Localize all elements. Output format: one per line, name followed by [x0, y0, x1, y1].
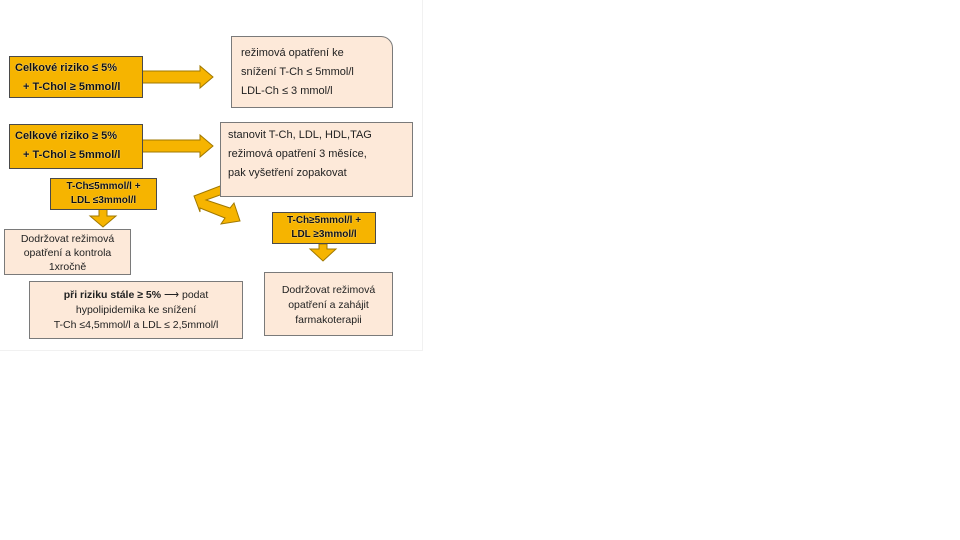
- risk-low-line1: Celkové riziko ≤ 5%: [15, 62, 118, 74]
- keep-regime-line3: 1xročně: [48, 261, 87, 273]
- connector-arrows: [88, 64, 338, 262]
- arrow-cond-high-down: [308, 243, 338, 262]
- cond-high-box: T-Ch≥5mmol/l + LDL ≥3mmol/l: [272, 212, 376, 244]
- cond-low-line2: LDL ≤3mmol/l: [70, 195, 137, 206]
- arrow-cond-low-down: [88, 207, 118, 228]
- high-action-box: stanovit T-Ch, LDL, HDL,TAG režimová opa…: [220, 122, 413, 197]
- persistent-risk-line3: T-Ch ≤4,5mmol/l a LDL ≤ 2,5mmol/l: [53, 319, 219, 331]
- risk-high-line1: Celkové riziko ≥ 5%: [15, 130, 118, 142]
- risk-low-line2: + T-Chol ≥ 5mmol/l: [23, 81, 121, 93]
- persistent-risk-rest: podat: [182, 289, 209, 301]
- high-action-line3: pak vyšetření zopakovat: [228, 167, 347, 179]
- risk-high-box: Celkové riziko ≥ 5% + T-Chol ≥ 5mmol/l: [9, 124, 143, 169]
- cond-high-line2: LDL ≥3mmol/l: [291, 229, 357, 240]
- persistent-risk-box: při riziku stále ≥ 5% ⟶ podat hypolipide…: [29, 281, 243, 339]
- keep-regime-line1: Dodržovat režimová: [20, 233, 115, 245]
- start-therapy-line3: farmakoterapii: [295, 314, 362, 326]
- low-action-line1: režimová opatření ke: [241, 47, 344, 59]
- start-therapy-line2: opatření a zahájit: [288, 299, 369, 311]
- start-therapy-line1: Dodržovat režimová: [281, 284, 376, 296]
- low-action-line2: snížení T-Ch ≤ 5mmol/l: [241, 66, 354, 78]
- start-therapy-box: Dodržovat režimová opatření a zahájit fa…: [264, 272, 393, 336]
- risk-high-line2: + T-Chol ≥ 5mmol/l: [23, 149, 121, 161]
- arrow-risk-low-to-action: [141, 64, 214, 90]
- right-arrow-icon: ⟶: [164, 289, 180, 301]
- cond-high-line1: T-Ch≥5mmol/l +: [286, 215, 362, 226]
- arrow-risk-high-to-action: [141, 133, 214, 159]
- diagram-panel: Celkové riziko ≤ 5% + T-Chol ≥ 5mmol/l r…: [0, 0, 423, 351]
- low-action-box: režimová opatření ke snížení T-Ch ≤ 5mmo…: [231, 36, 393, 108]
- high-action-line2: režimová opatření 3 měsíce,: [228, 148, 367, 160]
- keep-regime-line2: opatření a kontrola: [23, 247, 112, 259]
- persistent-risk-line2: hypolipidemika ke snížení: [75, 304, 197, 316]
- cond-low-line1: T-Ch≤5mmol/l +: [66, 181, 141, 192]
- keep-regime-box: Dodržovat režimová opatření a kontrola 1…: [4, 229, 131, 275]
- low-action-line3: LDL-Ch ≤ 3 mmol/l: [241, 85, 333, 97]
- persistent-risk-line1: při riziku stále ≥ 5% ⟶ podat: [30, 288, 242, 303]
- high-action-line1: stanovit T-Ch, LDL, HDL,TAG: [228, 129, 372, 141]
- cond-low-box: T-Ch≤5mmol/l + LDL ≤3mmol/l: [50, 178, 157, 210]
- risk-low-box: Celkové riziko ≤ 5% + T-Chol ≥ 5mmol/l: [9, 56, 143, 98]
- persistent-risk-bold: při riziku stále ≥ 5%: [63, 289, 162, 301]
